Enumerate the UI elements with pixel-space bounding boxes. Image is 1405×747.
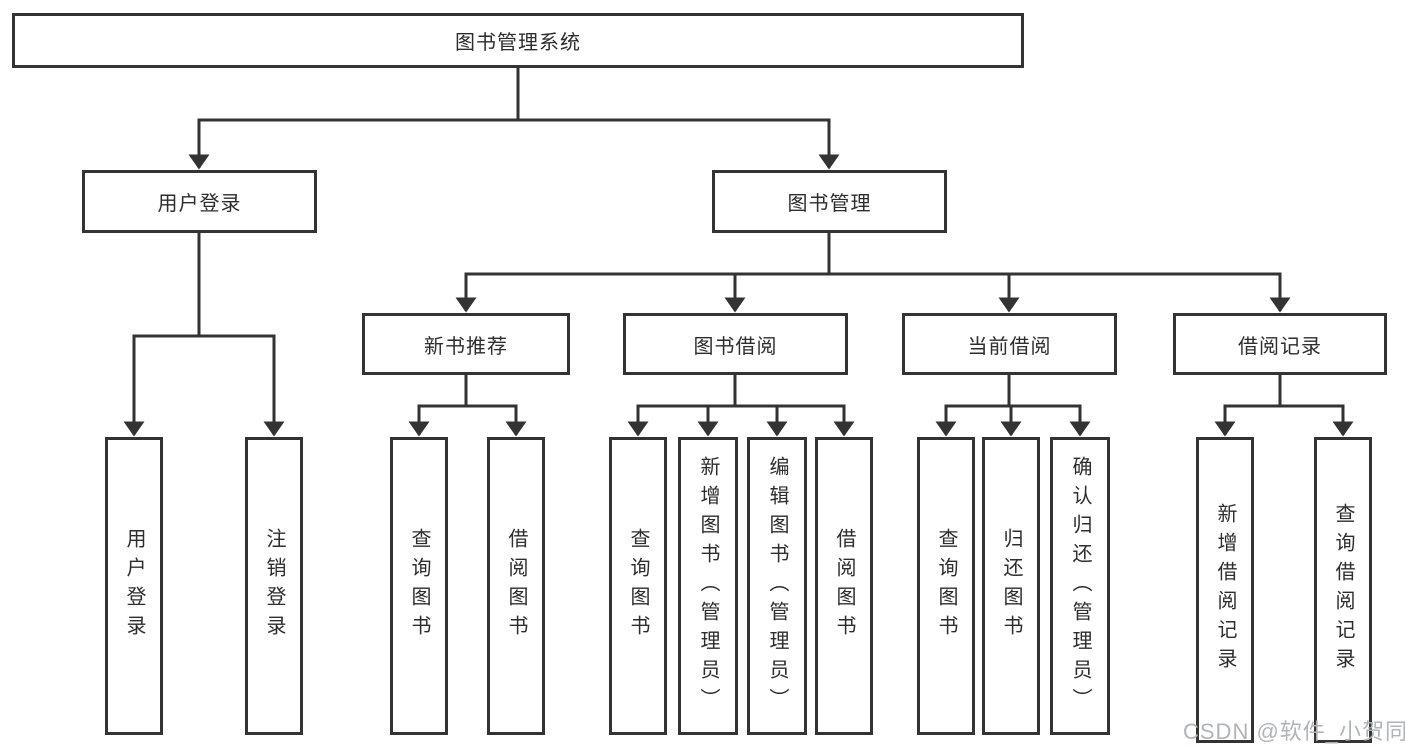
node-label: 借阅记录 (1238, 335, 1322, 358)
node-label: 编辑图书（管理员） (766, 455, 788, 717)
node-user-login: 用户登录 (82, 170, 317, 233)
leaf-add-books-admin: 新增图书（管理员） (678, 437, 738, 735)
node-root: 图书管理系统 (12, 13, 1024, 68)
node-book-management: 图书管理 (712, 170, 947, 233)
leaf-borrow-books: 借阅图书 (815, 437, 873, 735)
leaf-return-books: 归还图书 (982, 437, 1040, 735)
leaf-query-books-borrow: 查询图书 (609, 437, 667, 735)
node-label: 图书管理系统 (455, 32, 581, 54)
node-current-borrowing: 当前借阅 (902, 313, 1117, 375)
leaf-query-books-rec: 查询图书 (390, 437, 448, 735)
node-label: 查询图书 (627, 528, 649, 644)
node-label: 用户登录 (157, 193, 242, 215)
leaf-confirm-return-admin: 确认归还（管理员） (1050, 437, 1110, 735)
node-borrowing-records: 借阅记录 (1173, 313, 1387, 375)
node-new-book-recommendation: 新书推荐 (362, 313, 570, 375)
node-label: 查询图书 (935, 528, 957, 644)
node-label: 图书管理 (787, 193, 872, 215)
node-label: 新增图书（管理员） (697, 455, 719, 717)
leaf-edit-books-admin: 编辑图书（管理员） (747, 437, 807, 735)
node-label: 借阅图书 (505, 528, 527, 644)
node-label: 借阅图书 (833, 528, 855, 644)
leaf-query-books-current: 查询图书 (917, 437, 975, 735)
leaf-logout: 注销登录 (245, 437, 303, 735)
node-label: 注销登录 (263, 528, 285, 644)
node-label: 当前借阅 (967, 335, 1052, 358)
node-book-borrowing: 图书借阅 (623, 313, 848, 375)
leaf-borrow-books-rec: 借阅图书 (487, 437, 545, 735)
node-label: 查询图书 (408, 528, 430, 644)
node-label: 确认归还（管理员） (1069, 455, 1091, 717)
leaf-add-borrow-record: 新增借阅记录 (1196, 437, 1254, 743)
node-label: 查询借阅记录 (1332, 503, 1354, 677)
node-label: 归还图书 (1000, 528, 1022, 644)
node-label: 图书借阅 (693, 335, 778, 358)
leaf-user-login: 用户登录 (105, 437, 163, 735)
csdn-watermark: CSDN @软件_小贺同学 (1183, 719, 1405, 744)
node-label: 用户登录 (123, 528, 145, 644)
node-label: 新增借阅记录 (1214, 503, 1236, 677)
node-label: 新书推荐 (424, 335, 508, 358)
leaf-query-borrow-record: 查询借阅记录 (1314, 437, 1372, 743)
